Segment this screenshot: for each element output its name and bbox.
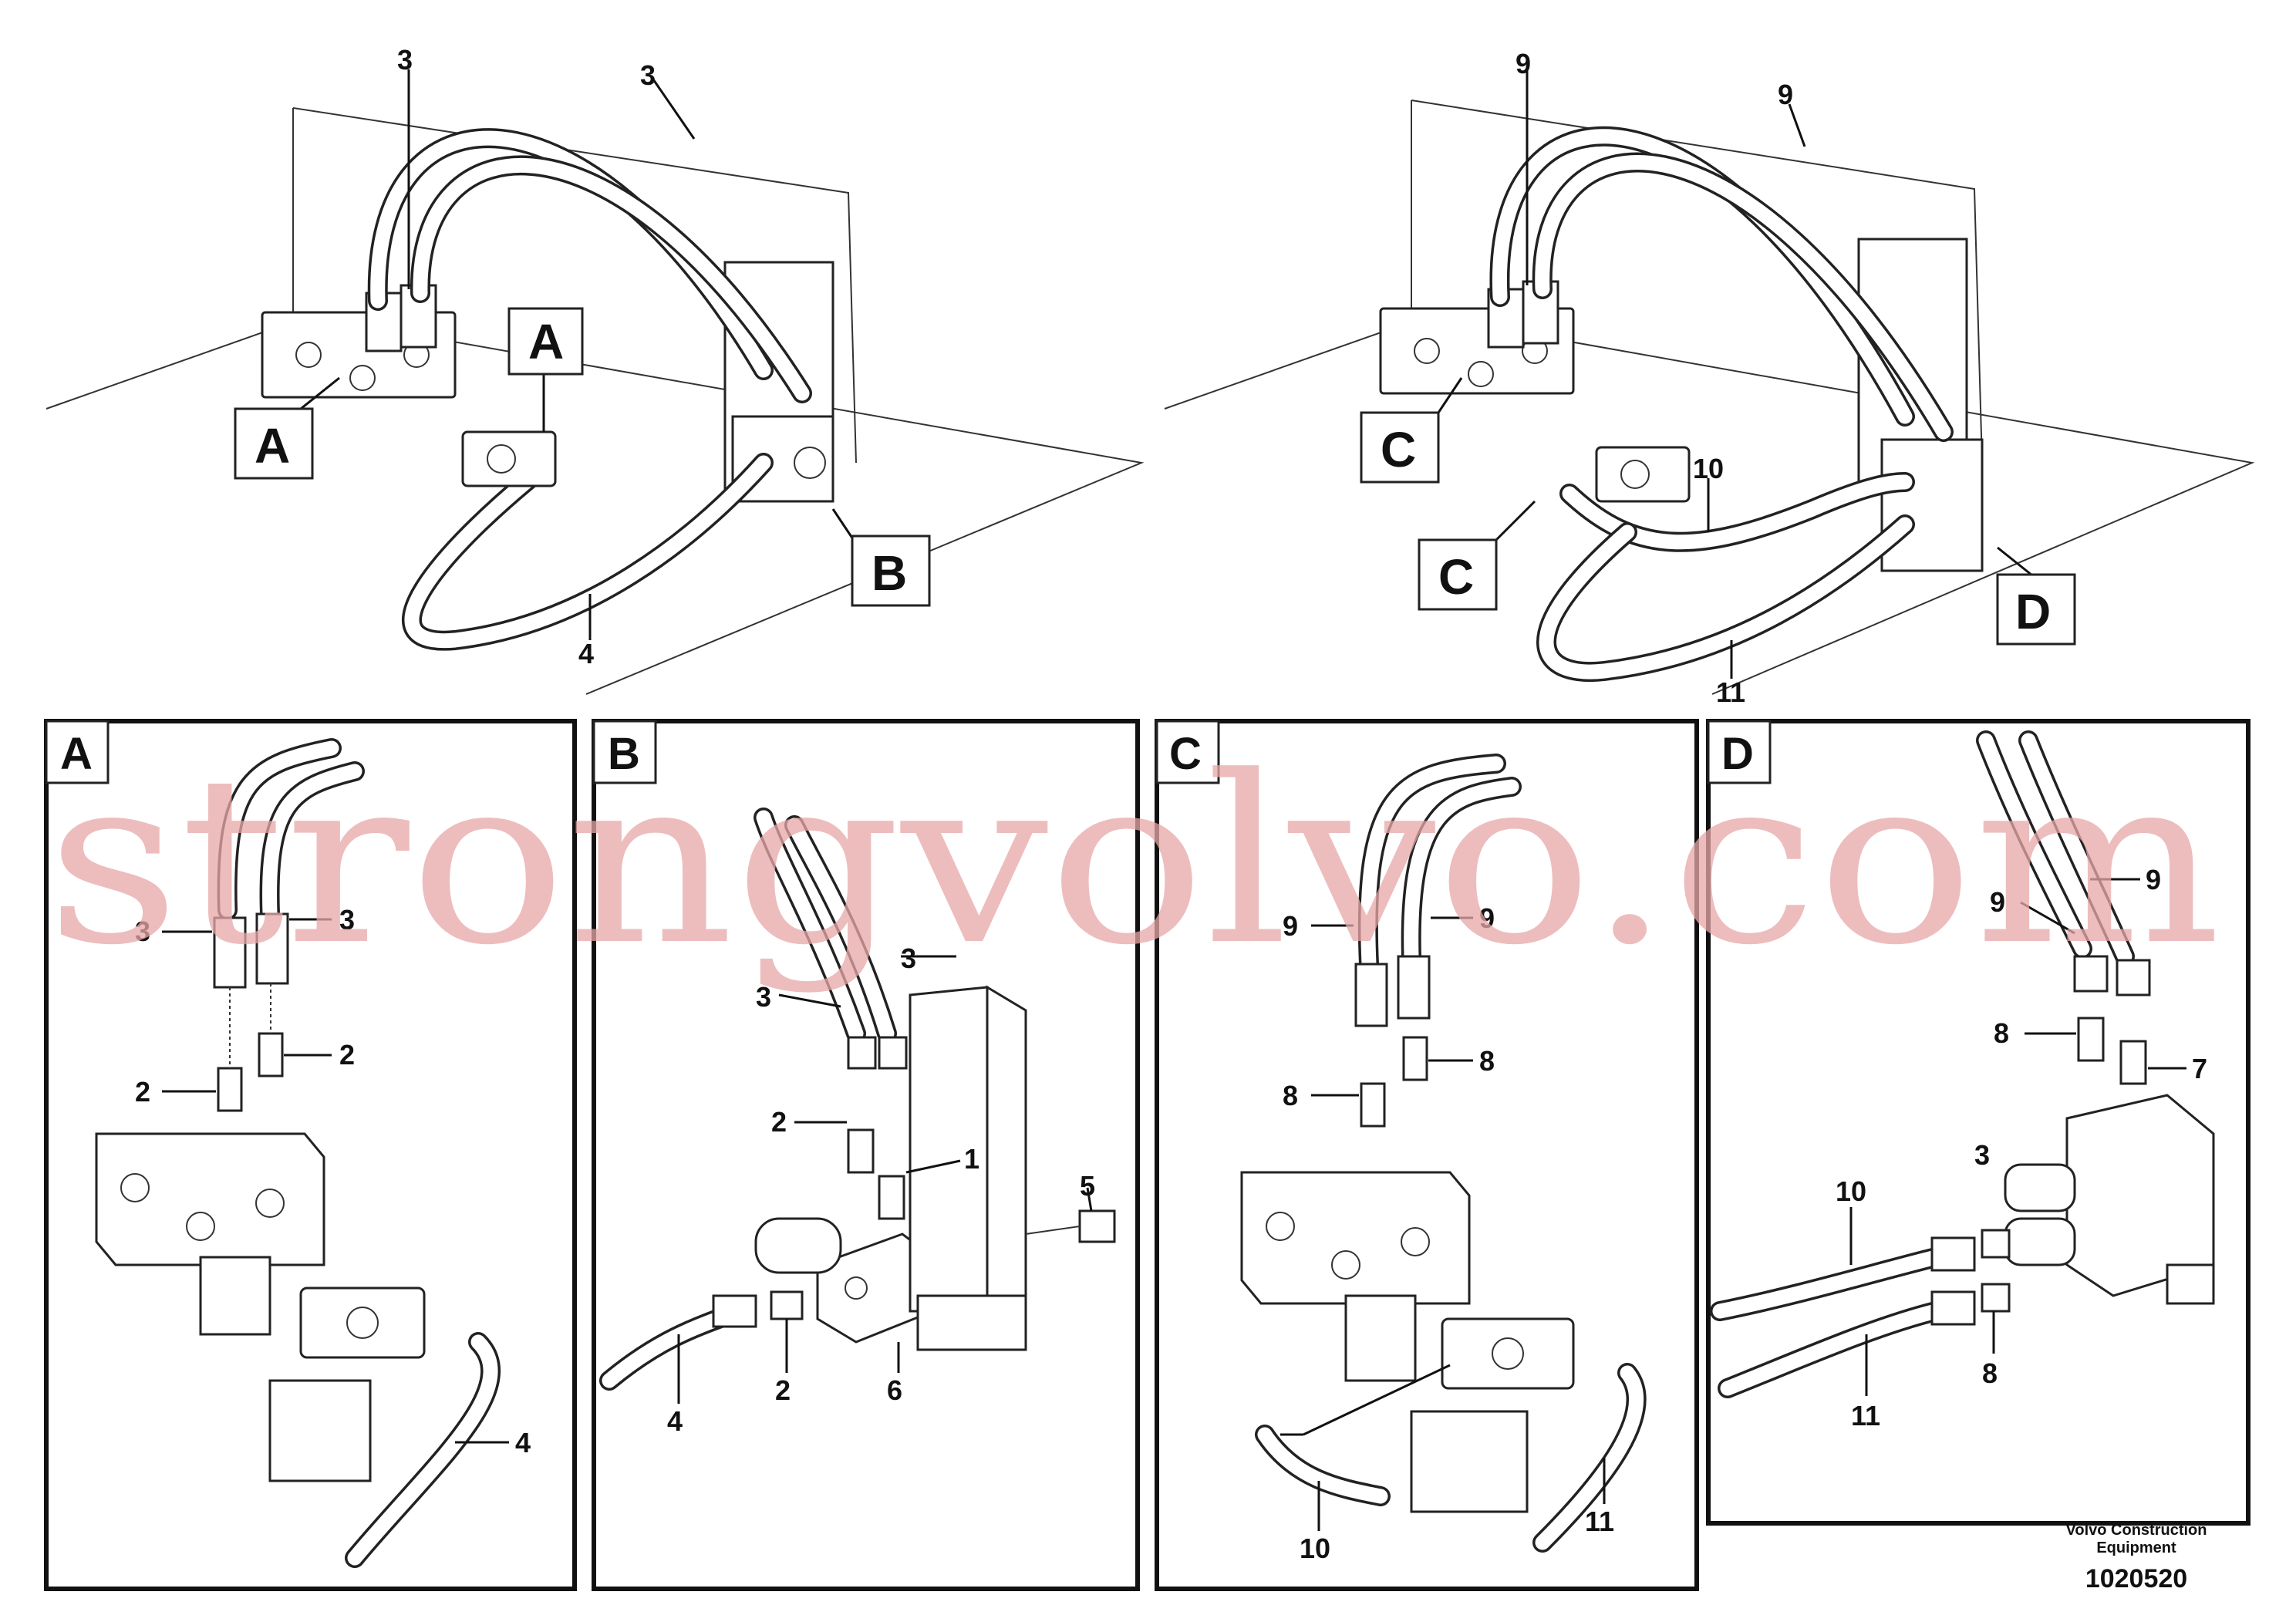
panel-b-label-1: 1 [964,1143,979,1175]
ov-left-label-3a: 3 [397,44,413,76]
panel-c-label-11: 11 [1585,1506,1614,1537]
panel-b-letter: B [608,729,640,779]
ov-left-callout-a2: A [528,314,564,369]
panel-d-letter: D [1721,729,1754,779]
company-name-line2: Equipment [2096,1539,2176,1556]
footer: Volvo Construction Equipment 1020520 [2066,1522,2207,1593]
panel-d-label-9a: 9 [1990,886,2005,918]
overview-left: 3 3 4 A A B [46,44,1145,695]
panel-c: C 9 9 8 8 10 11 [1155,719,1699,1591]
ov-right-label-9b: 9 [1778,79,1793,110]
ov-right-label-11: 11 [1716,676,1745,708]
ov-left-callout-a1: A [255,418,290,474]
panel-d-label-10: 10 [1836,1175,1866,1207]
panel-b-label-4: 4 [667,1405,683,1437]
watermark: strongvolvo.com [46,727,2221,996]
panel-a-label-2a: 2 [135,1076,150,1108]
panel-b-label-6: 6 [887,1374,902,1406]
panel-b-label-2a: 2 [771,1106,787,1138]
panel-a: A 3 3 2 2 4 [44,719,577,1591]
panel-c-label-9b: 9 [1479,902,1495,934]
panel-a-label-3a: 3 [135,916,150,947]
ov-left-callout-b: B [872,545,907,601]
ov-right-callout-c2: C [1438,549,1474,605]
panel-d-label-3: 3 [1974,1139,1990,1171]
panel-c-label-8b: 8 [1479,1045,1495,1077]
panel-d-label-8a: 8 [1994,1017,2009,1049]
panel-c-label-9a: 9 [1283,910,1298,942]
ov-right-label-9a: 9 [1515,48,1531,79]
panel-b-label-5: 5 [1080,1170,1095,1202]
panel-d-label-9b: 9 [2146,864,2161,895]
panel-d-label-8b: 8 [1982,1357,1998,1389]
ov-right-callout-d: D [2015,584,2051,639]
company-name-line1: Volvo Construction [2066,1522,2207,1539]
panel-d-label-7: 7 [2192,1053,2207,1084]
panel-c-label-10: 10 [1300,1533,1330,1564]
overview-right: 9 9 10 11 C C D [1164,48,2255,708]
panel-c-label-8a: 8 [1283,1080,1298,1111]
panel-c-letter: C [1169,729,1202,779]
ov-right-label-10: 10 [1693,453,1724,484]
panel-a-label-2b: 2 [339,1039,355,1071]
drawing-number: 1020520 [2085,1564,2187,1593]
panel-b: B 3 3 2 1 5 2 4 6 [592,719,1140,1591]
panel-b-label-3a: 3 [901,943,916,974]
panel-b-label-3b: 3 [756,981,771,1013]
panel-a-label-4: 4 [515,1427,531,1458]
ov-right-callout-c1: C [1381,422,1416,477]
panel-d-label-11: 11 [1851,1400,1880,1431]
panel-a-label-3b: 3 [339,904,355,936]
panel-d: D 9 9 8 7 3 10 11 8 [1706,719,2250,1526]
ov-left-label-4: 4 [578,638,594,669]
panel-a-letter: A [60,729,93,779]
ov-left-label-3b: 3 [640,59,656,91]
panel-b-label-2b: 2 [775,1374,791,1406]
